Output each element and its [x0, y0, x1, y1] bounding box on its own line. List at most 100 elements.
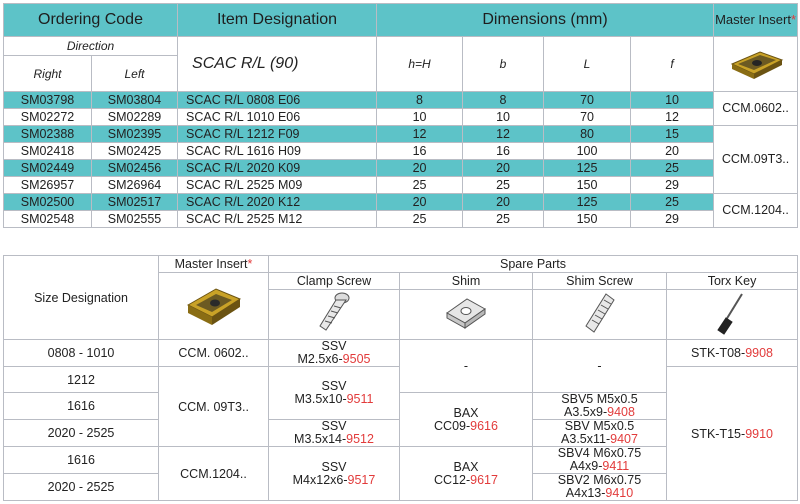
dim-h: 20	[376, 193, 464, 211]
dim-h: 16	[376, 142, 464, 160]
code-right: SM02418	[3, 142, 92, 160]
ordering-table: Ordering Code Item Designation Dimension…	[2, 3, 799, 228]
dim-b: 10	[462, 108, 545, 126]
dim-b-label: b	[462, 36, 545, 92]
shim-screw-icon	[584, 293, 615, 333]
code-left: SM03804	[90, 91, 179, 109]
code-left: SM02555	[90, 210, 179, 228]
item-designation: SCAC R/L 1212 F09	[177, 125, 378, 143]
dim-b: 8	[462, 91, 545, 109]
dim-f: 29	[630, 210, 715, 228]
table-row: SM02418 SM02425 SCAC R/L 1616 H09 16 16 …	[3, 142, 798, 160]
dim-h: 25	[376, 176, 464, 194]
code-left: SM26964	[90, 176, 179, 194]
size-designation-header: Size Designation	[3, 255, 159, 340]
table-row: SM02548 SM02555 SCAC R/L 2525 M12 25 25 …	[3, 210, 798, 228]
clamp-screw-image-cell	[268, 289, 400, 340]
dim-f: 20	[630, 142, 715, 160]
dim-L: 100	[543, 142, 632, 160]
code-left: SM02395	[90, 125, 179, 143]
dim-f: 12	[630, 108, 715, 126]
item-designation: SCAC R/L 2020 K09	[177, 159, 378, 177]
master-insert-value: CCM.1204..	[158, 446, 269, 501]
size-designation: 1212	[3, 366, 159, 393]
dim-f: 29	[630, 176, 715, 194]
table-row: SM02272 SM02289 SCAC R/L 1010 E06 10 10 …	[3, 108, 798, 126]
code-right: SM02548	[3, 210, 92, 228]
item-designation: SCAC R/L 1616 H09	[177, 142, 378, 160]
code-right: SM02449	[3, 159, 92, 177]
dim-f: 10	[630, 91, 715, 109]
dim-b: 12	[462, 125, 545, 143]
ordering-code-header: Ordering Code	[2, 3, 179, 37]
clamp-screw-header: Clamp Screw	[268, 272, 400, 290]
code-right: SM02500	[3, 193, 92, 211]
torx-key-icon	[717, 293, 743, 335]
spare-parts-table: Size Designation Master Insert* Spare Pa…	[3, 255, 799, 501]
insert-image-cell	[713, 36, 799, 92]
item-designation: SCAC R/L 1010 E06	[177, 108, 378, 126]
master-insert-value: CCM. 0602..	[158, 339, 269, 367]
torx-key-header: Torx Key	[665, 272, 799, 290]
master-insert-value: CCM.0602..	[713, 91, 799, 126]
dim-h: 10	[376, 108, 464, 126]
dim-b: 20	[462, 159, 545, 177]
master-insert-value: CCM. 09T3..	[158, 366, 269, 447]
size-designation: 2020 - 2525	[3, 473, 159, 501]
master-insert-header: Master Insert*	[713, 3, 799, 37]
dim-f: 25	[630, 193, 715, 211]
direction-label: Direction	[2, 36, 179, 56]
item-designation-header: Item Designation	[177, 3, 378, 37]
torx-key-value: STK-T08-9908	[665, 339, 799, 367]
code-left: SM02425	[90, 142, 179, 160]
insert-image-cell	[158, 272, 269, 340]
dim-h: 25	[376, 210, 464, 228]
insert-icon	[730, 50, 783, 79]
dim-h: 12	[376, 125, 464, 143]
dim-b: 20	[462, 193, 545, 211]
clamp-screw-icon	[319, 292, 350, 331]
shim-header: Shim	[399, 272, 533, 290]
dim-f-label: f	[630, 36, 715, 92]
series-label: SCAC R/L (90)	[177, 36, 378, 92]
shim-value: -	[399, 339, 533, 393]
master-insert-header: Master Insert*	[158, 255, 269, 273]
torx-key-value: STK-T15-9910	[665, 366, 799, 501]
dim-b: 25	[462, 176, 545, 194]
dim-b: 25	[462, 210, 545, 228]
size-designation: 1616	[3, 392, 159, 420]
dim-L: 150	[543, 210, 632, 228]
dim-f: 25	[630, 159, 715, 177]
dim-L-label: L	[543, 36, 632, 92]
dim-L: 70	[543, 108, 632, 126]
master-insert-value: CCM.1204..	[713, 193, 799, 228]
right-label: Right	[3, 55, 92, 92]
code-right: SM02388	[3, 125, 92, 143]
shim-screw-header: Shim Screw	[532, 272, 667, 290]
shim-screw-value: -	[532, 339, 667, 393]
dim-L: 150	[543, 176, 632, 194]
dim-L: 70	[543, 91, 632, 109]
dim-f: 15	[630, 125, 715, 143]
dimensions-header: Dimensions (mm)	[376, 3, 715, 37]
size-designation: 0808 - 1010	[3, 339, 159, 367]
spare-parts-header: Spare Parts	[267, 255, 799, 273]
dim-h: 20	[376, 159, 464, 177]
item-designation: SCAC R/L 0808 E06	[177, 91, 378, 109]
master-insert-value: CCM.09T3..	[713, 125, 799, 194]
code-right: SM02272	[3, 108, 92, 126]
dim-L: 125	[543, 159, 632, 177]
item-designation: SCAC R/L 2525 M09	[177, 176, 378, 194]
table-row: SM02449 SM02456 SCAC R/L 2020 K09 20 20 …	[3, 159, 798, 177]
dim-h: 8	[376, 91, 464, 109]
shim-icon	[446, 298, 486, 329]
